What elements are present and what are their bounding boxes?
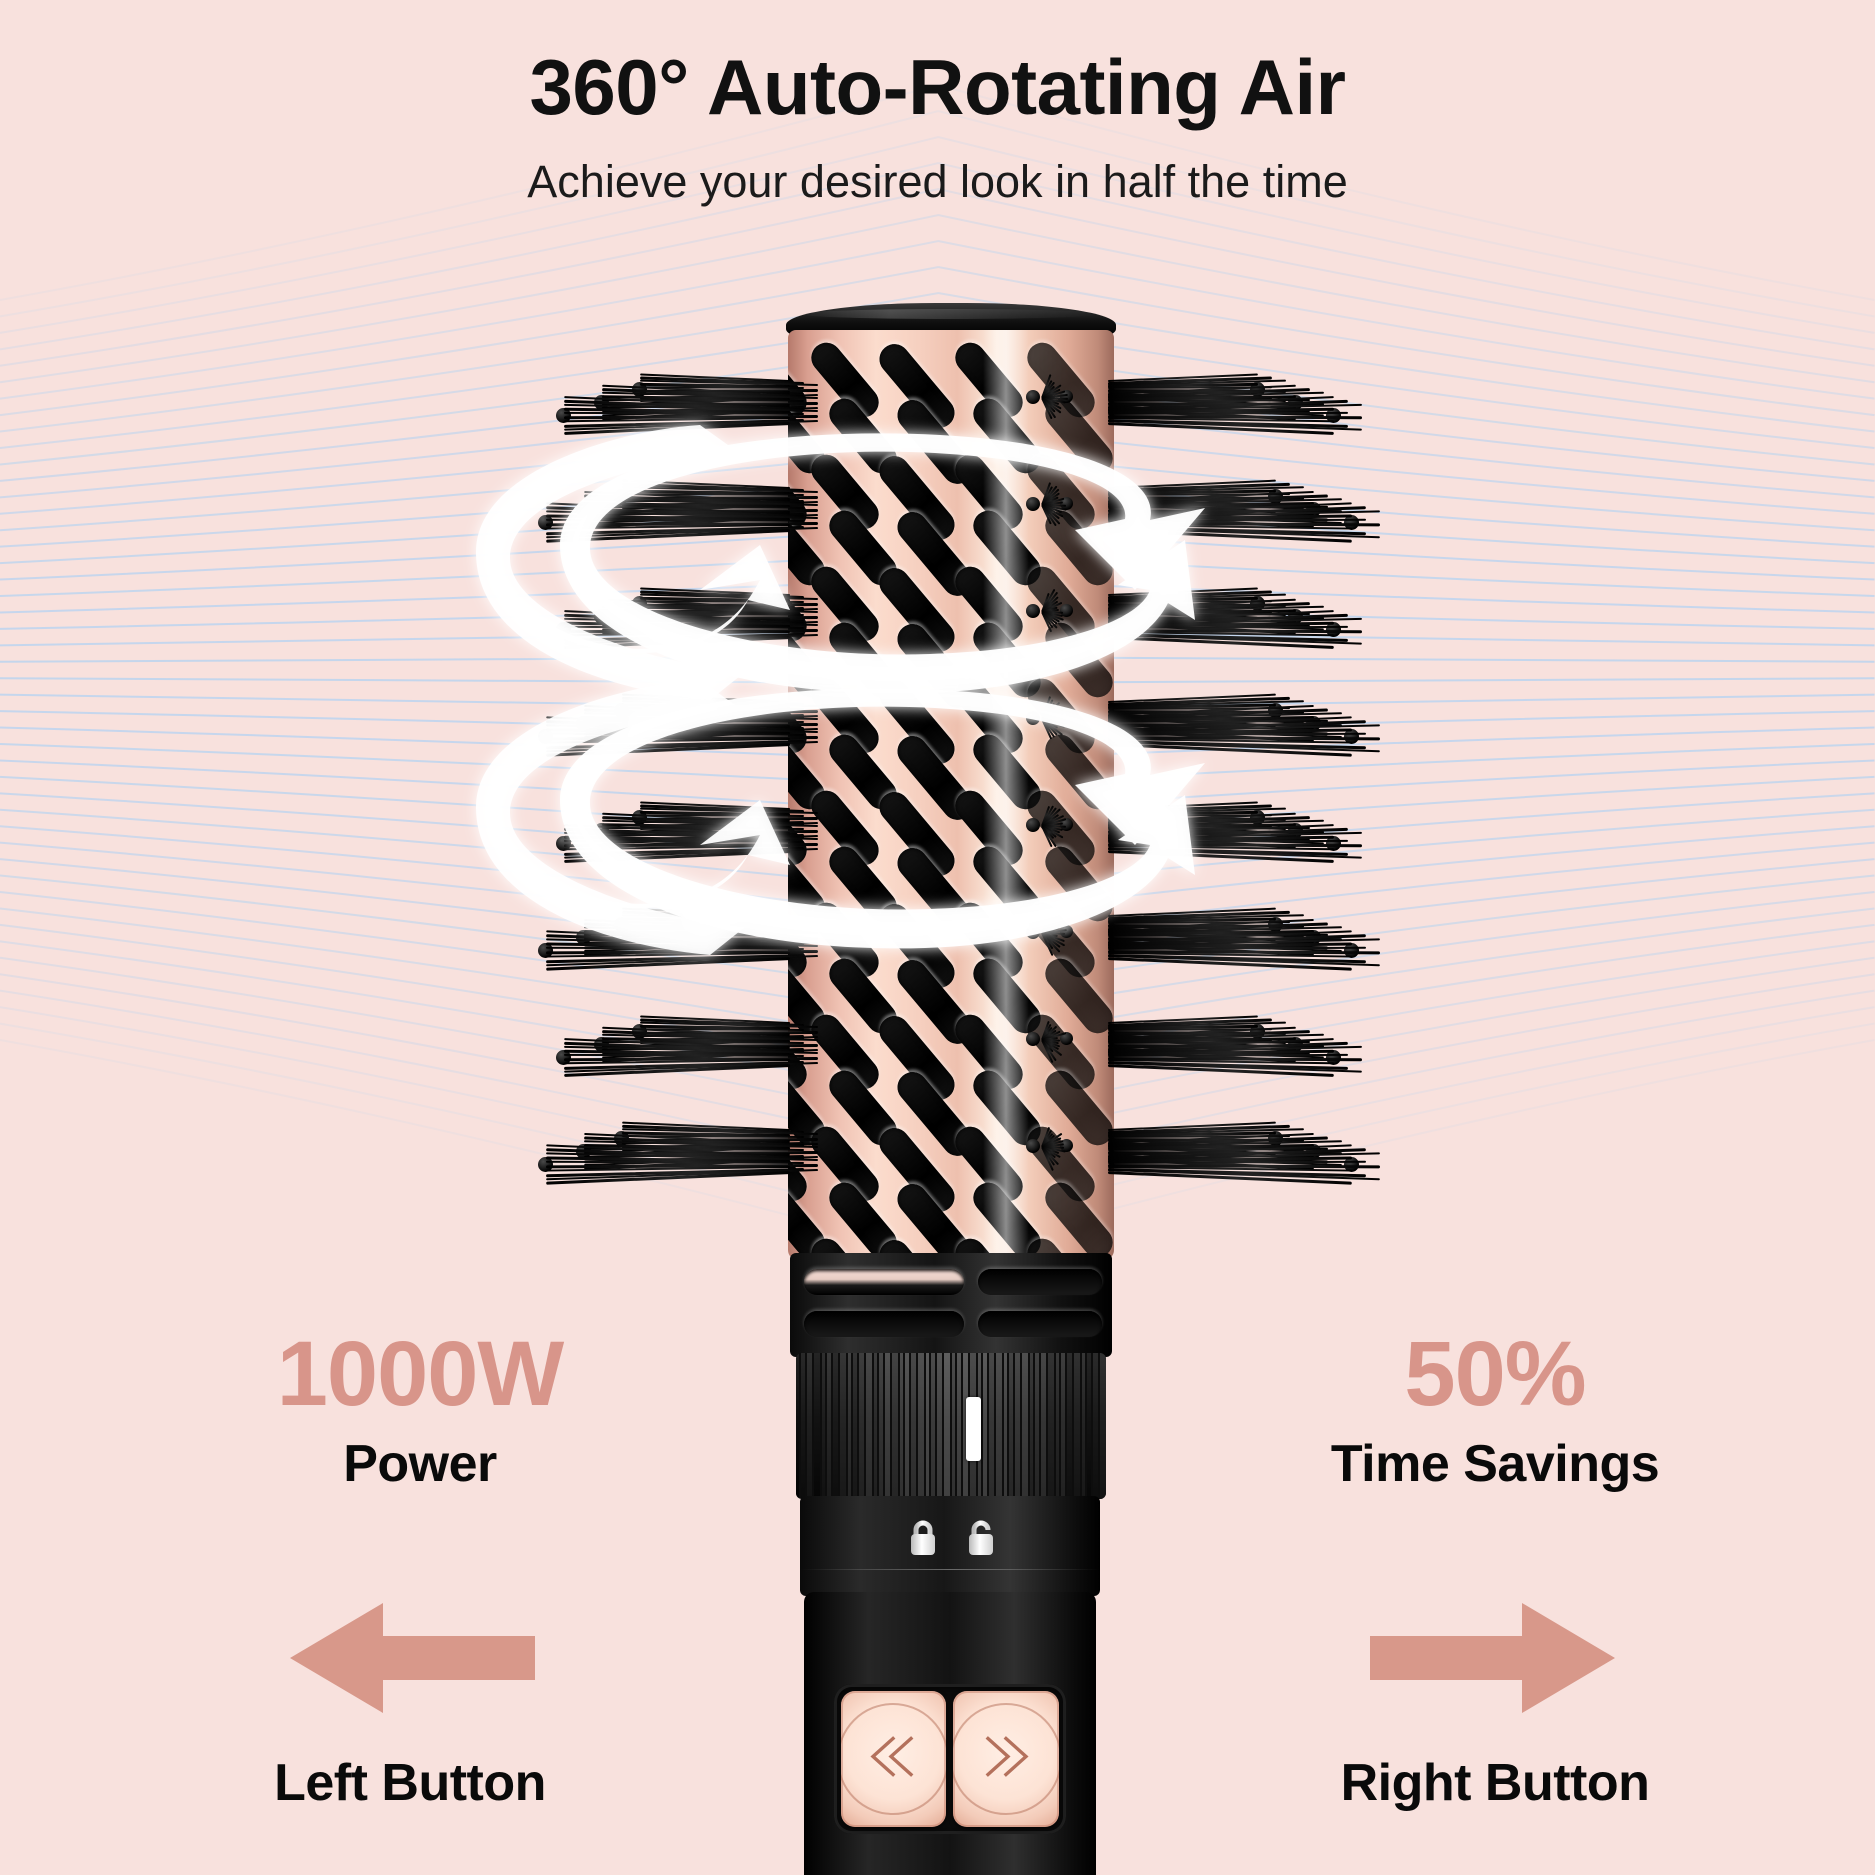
page-subtitle: Achieve your desired look in half the ti… xyxy=(0,156,1875,208)
callout-right-label: Right Button xyxy=(1225,1753,1765,1813)
stat-power-value: 1000W xyxy=(180,1328,660,1420)
bristle-tufts-face xyxy=(678,0,1198,1875)
callout-left-label: Left Button xyxy=(150,1753,670,1813)
arrow-right-icon xyxy=(1225,1598,1765,1723)
header: 360° Auto-Rotating Air Achieve your desi… xyxy=(0,0,1875,208)
arrow-left-icon xyxy=(150,1598,670,1723)
stat-time-savings-label: Time Savings xyxy=(1235,1434,1755,1494)
stat-time-savings-value: 50% xyxy=(1235,1328,1755,1420)
stat-power: 1000W Power xyxy=(180,1328,660,1494)
page-title: 360° Auto-Rotating Air xyxy=(0,48,1875,126)
callout-right-button: Right Button xyxy=(1225,1598,1765,1813)
product-image xyxy=(678,0,1198,1875)
stat-power-label: Power xyxy=(180,1434,660,1494)
callout-left-button: Left Button xyxy=(150,1598,670,1813)
stat-time-savings: 50% Time Savings xyxy=(1235,1328,1755,1494)
